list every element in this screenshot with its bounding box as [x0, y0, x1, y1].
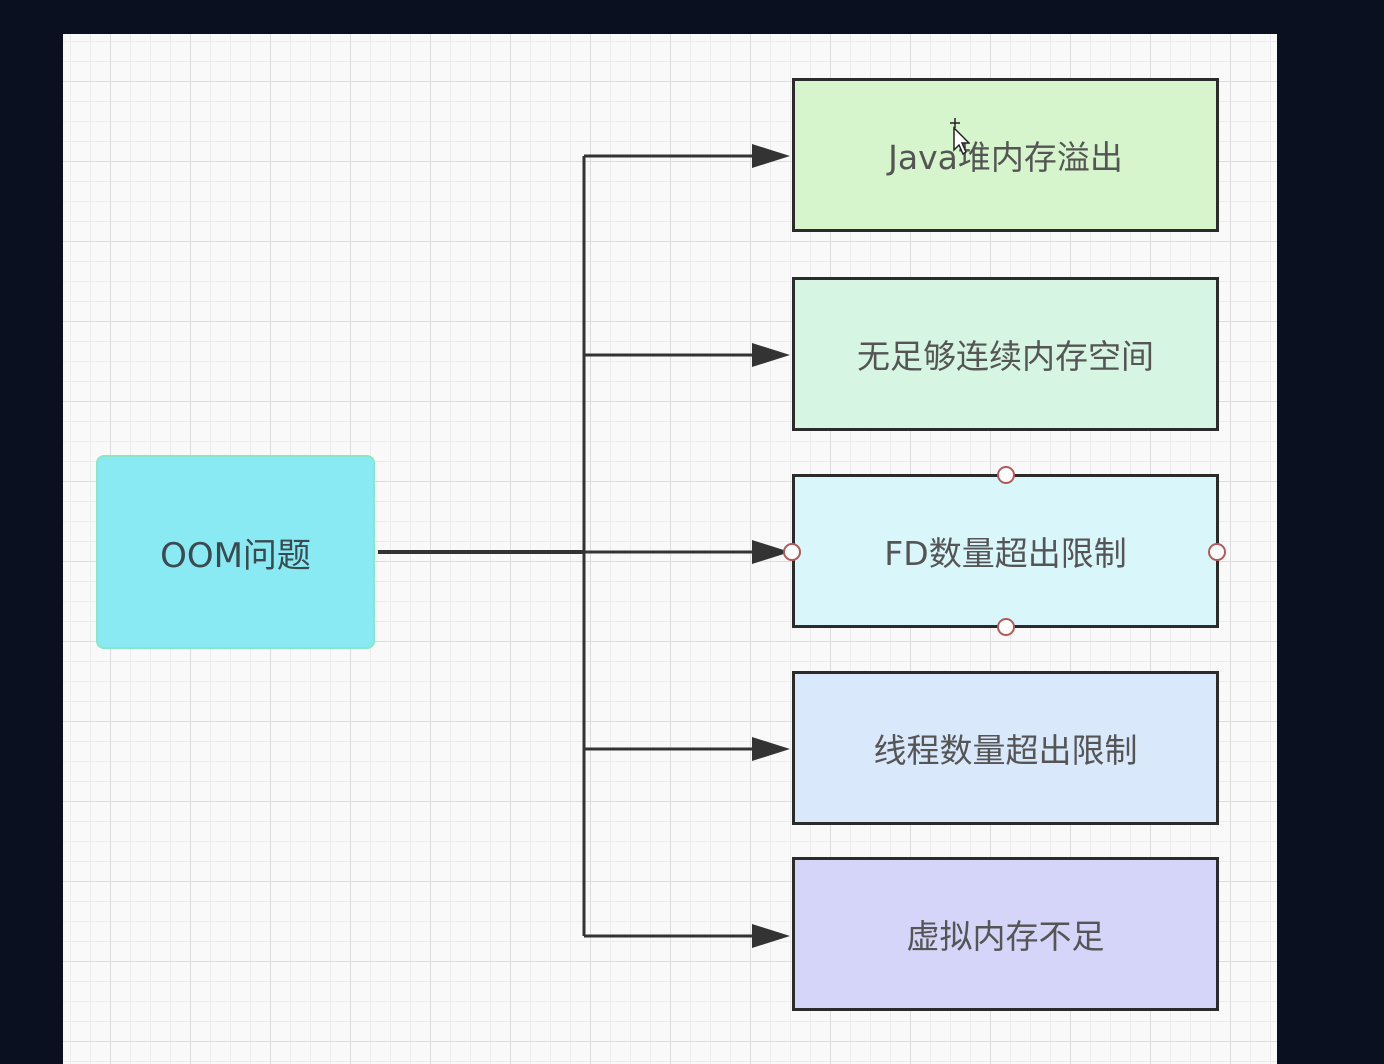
target-node-label: 线程数量超出限制 — [873, 731, 1138, 770]
target-node-thread-limit[interactable]: 线程数量超出限制 — [792, 671, 1219, 825]
connection-handle-left[interactable] — [783, 543, 801, 561]
target-node-label: FD数量超出限制 — [884, 534, 1127, 573]
target-node-label: 虚拟内存不足 — [906, 917, 1105, 956]
arrowhead-3 — [752, 540, 790, 564]
target-node-label: Java堆内存溢出 — [888, 138, 1123, 177]
arrowhead-5 — [752, 924, 790, 948]
target-node-contiguous-memory[interactable]: 无足够连续内存空间 — [792, 277, 1219, 431]
target-node-label: 无足够连续内存空间 — [857, 337, 1154, 376]
target-node-fd-limit[interactable]: FD数量超出限制 — [792, 474, 1219, 628]
oom-source-label: OOM问题 — [160, 535, 311, 576]
target-node-virtual-memory[interactable]: 虚拟内存不足 — [792, 857, 1219, 1011]
arrowhead-2 — [752, 343, 790, 367]
connection-handle-bottom[interactable] — [997, 618, 1015, 636]
arrowhead-1 — [752, 144, 790, 168]
target-node-java-heap[interactable]: Java堆内存溢出 — [792, 78, 1219, 232]
connection-handle-right[interactable] — [1208, 543, 1226, 561]
move-cursor-icon — [950, 118, 970, 156]
oom-source-node[interactable]: OOM问题 — [96, 455, 375, 649]
connection-handle-top[interactable] — [997, 466, 1015, 484]
arrowhead-4 — [752, 737, 790, 761]
